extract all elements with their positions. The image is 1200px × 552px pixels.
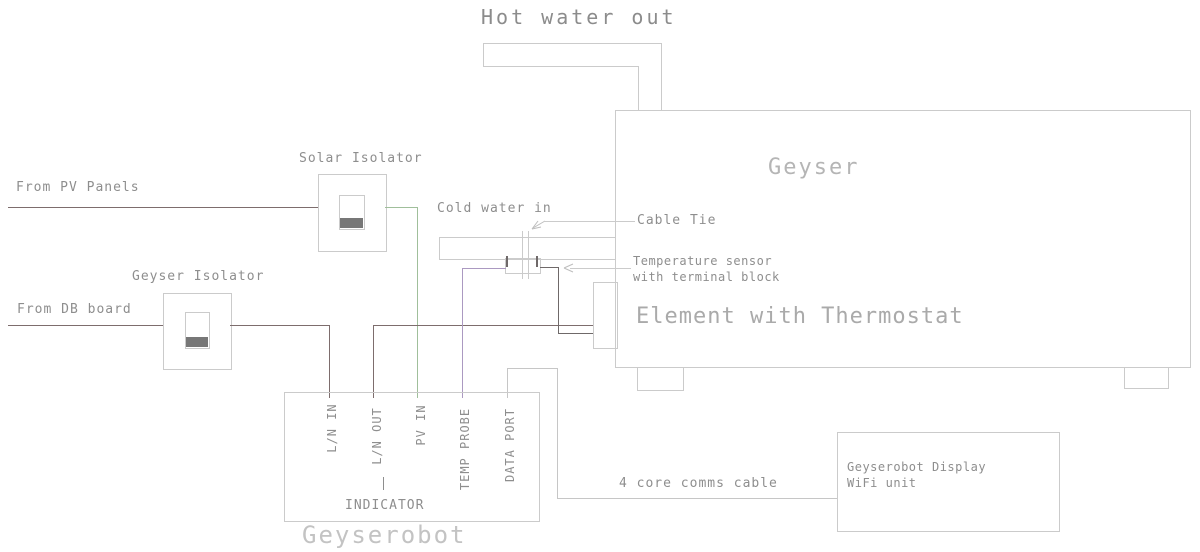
element-housing (593, 282, 618, 349)
temp-probe-wire-vertical (462, 268, 463, 398)
ln-in-wire-vertical (329, 325, 330, 398)
indicator-label: INDICATOR (345, 498, 425, 513)
hot-water-out-label: Hot water out (481, 5, 677, 29)
cold-water-pipe-cap (439, 237, 440, 260)
data-port-wire-up (507, 368, 508, 398)
geyser-isolator-switch (185, 312, 210, 349)
from-db-board-label: From DB board (17, 302, 132, 317)
solar-isolator-switch-toggle (340, 218, 363, 228)
terminal-label-ln-in: L/N IN (325, 403, 339, 453)
terminal-label-temp-probe: TEMP PROBE (458, 407, 472, 491)
temp-probe-wire-horizontal (462, 268, 506, 269)
terminal-label-ln-out: L/N OUT (370, 407, 384, 465)
hot-water-pipe-inner-top (483, 66, 639, 67)
display-unit-label-line1: Geyserobot Display (847, 460, 987, 474)
geyser-body (615, 110, 1191, 368)
geyserobot-box (284, 392, 540, 522)
sensor-wire-to-element (558, 333, 593, 334)
cable-tie-right-edge (528, 231, 529, 279)
solar-isolator-box (318, 174, 387, 252)
sensor-wire-top (540, 267, 558, 268)
pv-wire-horizontal (385, 207, 418, 208)
comms-cable-horizontal (557, 498, 837, 499)
cable-tie-left-edge (522, 231, 523, 279)
data-cable-down (557, 368, 558, 498)
pv-wire-vertical (417, 207, 418, 398)
display-unit-box (837, 432, 1060, 532)
terminal-label-data-port: DATA PORT (503, 407, 517, 483)
temp-sensor-leader (570, 268, 631, 269)
terminal-block-left-screw (506, 256, 508, 267)
cable-tie-label: Cable Tie (637, 213, 717, 228)
geyserobot-title: Geyserobot (302, 521, 467, 549)
sensor-wire-vertical (558, 267, 559, 333)
ln-in-wire-horizontal (230, 325, 330, 326)
hot-water-pipe-outer-top (483, 43, 662, 44)
solar-isolator-label: Solar Isolator (299, 151, 423, 166)
display-unit-label-line2: WiFi unit (847, 476, 917, 490)
ln-out-wire-to-element (373, 325, 593, 326)
comms-cable-label: 4 core comms cable (619, 476, 778, 491)
geyser-left-foot (637, 367, 684, 391)
terminal-block-right-screw (536, 256, 538, 267)
geyser-isolator-box (163, 293, 232, 370)
hot-water-pipe-inner-right (638, 66, 639, 111)
from-pv-panels-label: From PV Panels (16, 180, 140, 195)
temp-sensor-label-line1: Temperature sensor (633, 254, 773, 268)
data-cable-top (507, 368, 557, 369)
geyser-isolator-label: Geyser Isolator (132, 269, 265, 284)
geyser-right-foot (1124, 367, 1169, 389)
geyser-isolator-switch-toggle (186, 337, 208, 347)
hot-water-pipe-left-cap (483, 43, 484, 67)
hot-water-pipe-outer-right (661, 43, 662, 111)
cold-water-in-label: Cold water in (437, 201, 552, 216)
temp-sensor-terminal-block (505, 258, 541, 274)
terminal-label-pv-in: PV IN (414, 404, 428, 446)
solar-isolator-switch (339, 195, 365, 230)
indicator-dash (383, 477, 384, 490)
cold-water-pipe-top (439, 237, 615, 238)
cold-water-pipe-bottom (439, 259, 615, 260)
ln-out-wire-vertical (373, 325, 374, 398)
wire-from-db-board (8, 325, 163, 326)
cable-tie-leader (545, 221, 635, 222)
wire-from-pv-panels (8, 207, 318, 208)
temp-sensor-label-line2: with terminal block (633, 270, 780, 284)
element-with-thermostat-label: Element with Thermostat (636, 304, 964, 329)
geyser-title: Geyser (768, 155, 860, 180)
